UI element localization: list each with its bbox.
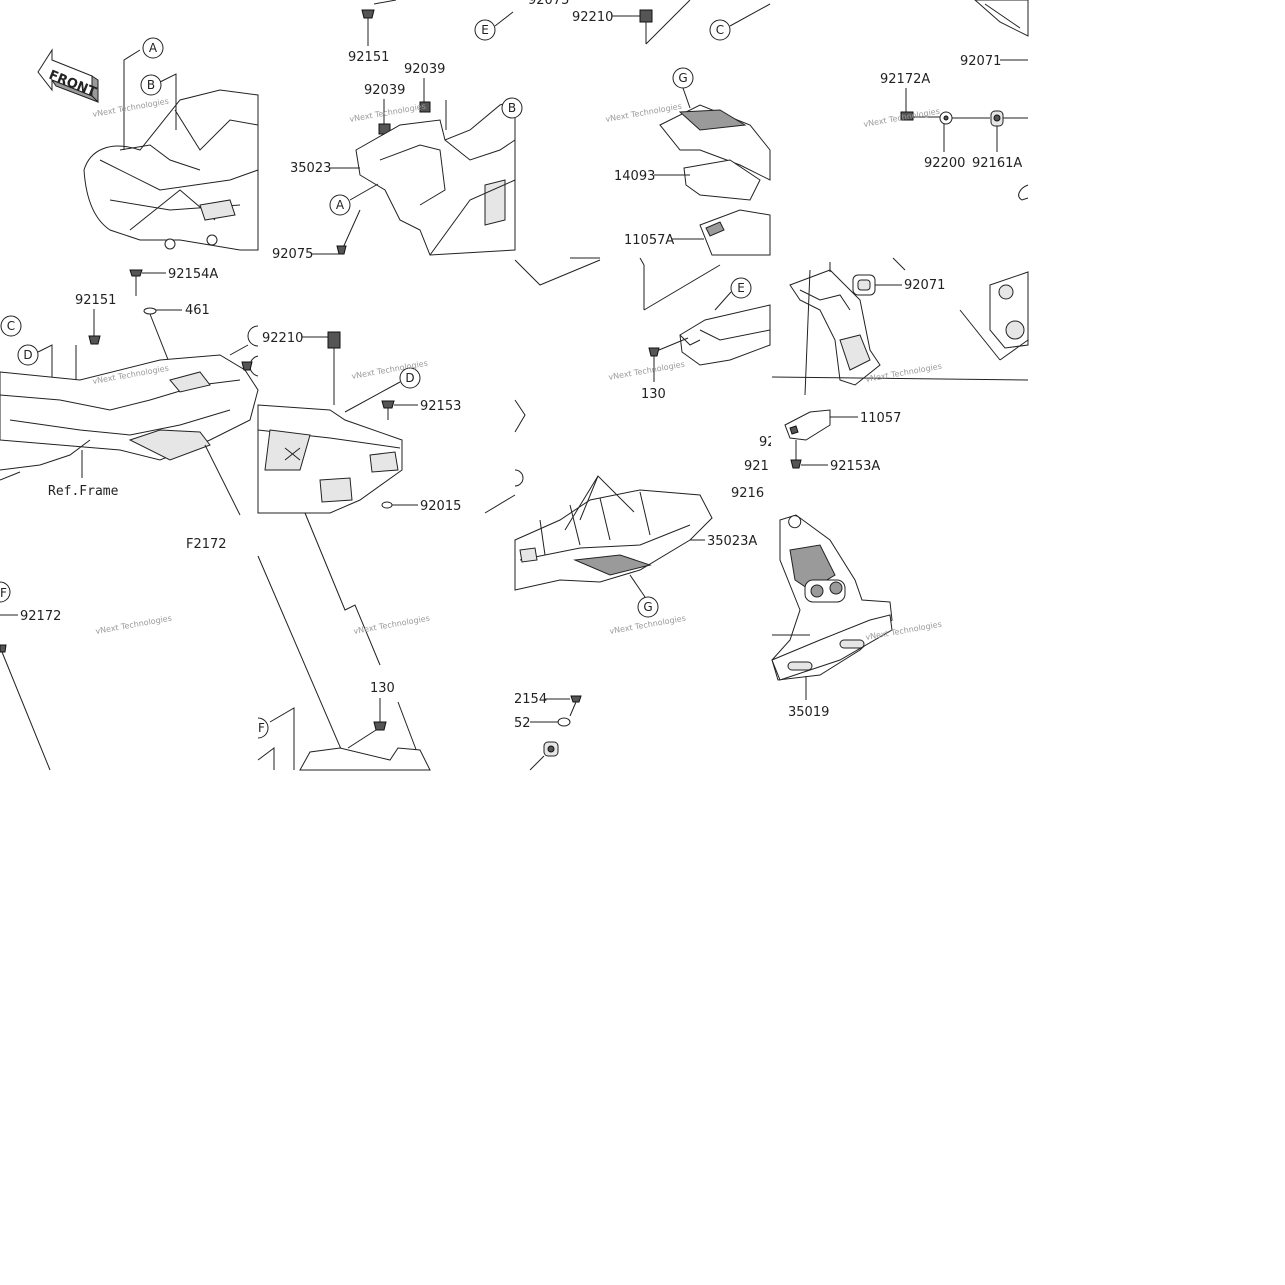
- watermark: vNext Technologies: [349, 102, 427, 124]
- watermark: vNext Technologies: [92, 97, 170, 119]
- callout-d-mid-label: D: [23, 348, 32, 362]
- panel-license-mount: E 130 vNext Technologies: [514, 257, 771, 433]
- label-partial-2154: 2154: [514, 692, 547, 707]
- callout-e-top-label: E: [481, 23, 489, 37]
- panel-lower-middle: 130 F vNext Technologies: [257, 512, 431, 771]
- label-11057a: 11057A: [624, 233, 674, 248]
- diagram-code: F2172: [186, 537, 227, 552]
- label-35023: 35023: [290, 161, 331, 176]
- label-partial-9216: 9216: [731, 486, 764, 501]
- ref-frame-label: Ref.Frame: [48, 484, 119, 499]
- watermark: vNext Technologies: [608, 360, 686, 382]
- label-92161a: 92161A: [972, 156, 1022, 171]
- label-461: 461: [185, 303, 210, 318]
- callout-e-top: [474, 19, 496, 41]
- panel-lower-left: F2172 F 92172 vNext Technologies: [0, 537, 227, 771]
- callout-c-mid-label: C: [7, 319, 15, 333]
- label-92071-mid: 92071: [904, 278, 945, 293]
- panel-tail-top: 92210 C G 14093 11057A vNext Technologie…: [572, 0, 771, 256]
- label-130-low: 130: [370, 681, 395, 696]
- watermark: vNext Technologies: [863, 107, 941, 129]
- panel-frame-top-left: FRONT A B vNext Technologies: [37, 37, 259, 251]
- watermark: vNext Technologies: [95, 614, 173, 636]
- watermark: vNext Technologies: [353, 614, 431, 636]
- label-92075: 92075: [272, 247, 313, 262]
- panel-license-holder: 35019 vNext Technologies: [771, 514, 942, 720]
- label-92015: 92015: [420, 499, 461, 514]
- callout-a: [142, 37, 164, 59]
- label-92200: 92200: [924, 156, 965, 171]
- callout-e-mid-label: E: [737, 281, 745, 295]
- label-35023a: 35023A: [707, 534, 757, 549]
- label-14093: 14093: [614, 169, 655, 184]
- label-92210-mid: 92210: [262, 331, 303, 346]
- panel-cover-top: 92151 E 92075 92039 92039 B 35023 A 9207…: [272, 0, 569, 262]
- callout-d-tray-label: D: [405, 371, 414, 385]
- label-92172: 92172: [20, 609, 61, 624]
- label-130-mid: 130: [641, 387, 666, 402]
- label-92154a: 92154A: [168, 267, 218, 282]
- front-arrow-icon: FRONT: [37, 48, 99, 104]
- label-partial-52: 52: [514, 716, 531, 731]
- callout-b-panel2: [501, 97, 523, 119]
- callout-c-mid: [0, 315, 22, 337]
- label-92151-mid: 92151: [75, 293, 116, 308]
- label-92039-a: 92039: [404, 62, 445, 77]
- panel-rear-fender: 35023A G 2154 52 vNext Technologies: [514, 469, 757, 771]
- callout-g-low-label: G: [643, 600, 652, 614]
- label-92153a: 92153A: [830, 459, 880, 474]
- label-92153: 92153: [420, 399, 461, 414]
- label-92151-top: 92151: [348, 50, 389, 65]
- callout-f-left-label: F: [0, 586, 7, 600]
- callout-a-panel2: [329, 194, 351, 216]
- panel-fender-bracket: 92071 11057 92153A 92 921 9216 vNext Tec…: [731, 257, 1029, 510]
- label-92172a: 92172A: [880, 72, 930, 87]
- callout-c-top-label: C: [716, 23, 724, 37]
- label-92210-top: 92210: [572, 10, 613, 25]
- callout-c-top: [709, 19, 731, 41]
- label-35019: 35019: [788, 705, 829, 720]
- callout-g-low: [637, 596, 659, 618]
- callout-a-panel2-label: A: [336, 198, 345, 212]
- callout-f-low-label: F: [258, 721, 265, 735]
- panel-hardware-top-right: 92071 92172A 92200 92161A vNext Technolo…: [863, 0, 1029, 201]
- label-92039-b: 92039: [364, 83, 405, 98]
- label-partial-921: 921: [744, 459, 769, 474]
- callout-b-panel2-label: B: [508, 101, 516, 115]
- label-92071-top: 92071: [960, 54, 1001, 69]
- callout-g-top-label: G: [678, 71, 687, 85]
- callout-e-mid: [730, 277, 752, 299]
- panel-battery-tray: 92210 D 92153 92015 vNext Technologies: [257, 331, 516, 514]
- label-11057: 11057: [860, 411, 901, 426]
- label-92075-top-partial: 92075: [528, 0, 569, 8]
- callout-d-tray: [399, 367, 421, 389]
- callout-b: [140, 74, 162, 96]
- callout-d-mid: [17, 344, 39, 366]
- callout-b-label: B: [147, 78, 155, 92]
- callout-a-label: A: [149, 41, 158, 55]
- panel-frame-middle-left: 92154A 461 92151 C D Ref.Frame: [0, 267, 259, 516]
